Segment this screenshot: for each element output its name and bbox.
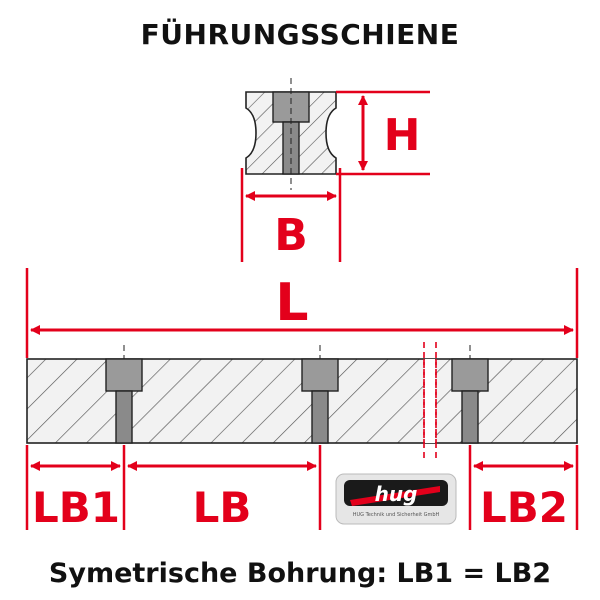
company-logo: hug HUG Technik und Sicherheit GmbH [335,473,457,525]
dimension-lb: LB [127,445,322,532]
bore-3 [451,345,489,452]
dimension-lb2: LB2 [468,445,579,532]
dimension-l-label: L [275,273,308,333]
dimension-l: L [25,268,579,358]
bore-1 [105,345,143,452]
bore-2 [301,345,339,452]
dimension-h: H [336,90,430,176]
rail-cross-section [245,78,337,190]
dimension-lb1: LB1 [25,445,126,532]
dimension-b-label: B [274,210,308,261]
diagram-caption: Symetrische Bohrung: LB1 = LB2 [48,558,552,589]
logo-subtitle: HUG Technik und Sicherheit GmbH [353,512,440,518]
dimension-lb2-label: LB2 [480,483,568,532]
dimension-lb1-label: LB1 [32,483,120,532]
diagram-title: FÜHRUNGSSCHIENE [140,18,460,51]
dimension-b: B [240,168,342,262]
cross-section-counterbore [272,91,310,123]
dimension-lb-label: LB [193,483,252,532]
dimension-h-label: H [384,110,421,161]
rail-long-section [26,342,578,460]
logo-word: hug [375,482,418,506]
